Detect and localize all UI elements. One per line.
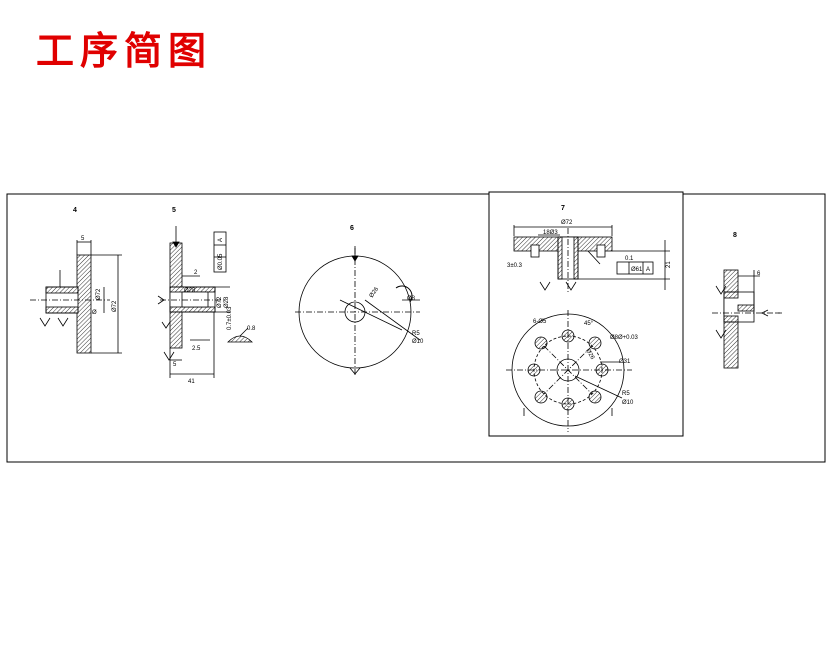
step-6-dim-slot: Ø8: [407, 296, 416, 302]
step-6-number: 6: [350, 225, 354, 232]
step-5-dim-length: 41: [188, 379, 195, 385]
step-4-dim-bore: Ø72: [96, 288, 102, 300]
step-4-dim-outer: Ø72: [112, 300, 118, 312]
step-7-dim-bore: Ø8Ø+0.03: [610, 335, 639, 341]
step-5-dim-width: 5: [173, 362, 177, 368]
step-8-number: 8: [733, 232, 737, 239]
step-5-dim-bore: Ø28: [184, 288, 196, 294]
step-4-dim-width: 5: [81, 236, 85, 242]
step-6-dim-bore: Ø10: [412, 339, 424, 345]
step-5-tolerance-value: Ø0.05: [218, 253, 224, 270]
step-7-frame: [488, 191, 684, 437]
step-8-view: 8 6: [712, 232, 782, 369]
step-7-view: 7 Ø72 18Ø3 3±0.3 21 Ø61 A 0.1: [506, 205, 672, 432]
outer-frame: [6, 193, 826, 463]
step-4-dim-symbol: Ø: [92, 310, 97, 316]
step-7-dim-depth: 3±0.3: [507, 263, 523, 269]
step-5-dim-depth: 0.7±0.03: [227, 306, 233, 330]
step-7-dim-pitch: 18Ø3: [543, 230, 558, 236]
step-7-dim-slot: Ø10: [622, 400, 634, 406]
step-5-dim-step: 2.5: [192, 346, 201, 352]
step-5-view: 5 Ø0.05 A 2 Ø28 Ø72 Ø28 0.7±0.03 2.5 5 4…: [157, 207, 256, 385]
step-5-datum: A: [218, 238, 224, 242]
page-title: 工序简图: [36, 28, 213, 73]
step-6-dim-radius: R5: [412, 331, 420, 337]
step-7-dim-pcd: Ø31: [619, 359, 631, 365]
step-8-dim-width: 6: [757, 271, 761, 277]
step-5-dim-chamfer: 2: [194, 270, 198, 276]
step-5-dim-outer: Ø72: [217, 296, 223, 308]
step-4-view: 4 5 Ø72 Ø72 Ø: [30, 207, 122, 354]
step-7-dim-radius: R5: [622, 391, 630, 397]
step-6-view: 6 Ø26 Ø8 R5 Ø10: [295, 225, 424, 375]
step-5-dim-inner: Ø28: [224, 296, 230, 308]
step-5-dim-radius: 0.8: [247, 326, 256, 332]
step-6-dim-hub: Ø26: [369, 286, 381, 299]
step-7-dim-holes: 6-Ø5: [533, 319, 547, 325]
step-4-number: 4: [73, 207, 77, 214]
step-7-dim-outer: Ø72: [561, 220, 573, 226]
step-7-number: 7: [561, 205, 565, 212]
step-7-flatness: 0.1: [625, 256, 634, 262]
step-7-datum: A: [646, 267, 650, 273]
step-5-number: 5: [172, 207, 176, 214]
step-7-dim-circle: Ø26: [584, 348, 595, 361]
step-7-dim-height: 21: [666, 261, 672, 268]
step-7-tolerance-value: Ø61: [631, 267, 643, 273]
step-7-dim-angle: 45°: [584, 321, 594, 327]
